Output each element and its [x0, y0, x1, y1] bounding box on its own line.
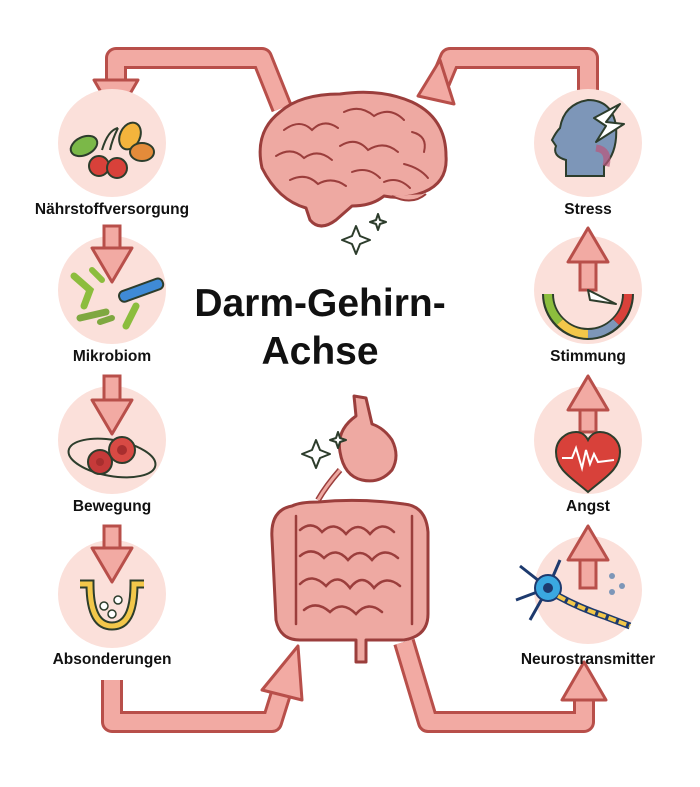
fruit-icon [69, 121, 155, 179]
diagram-title-line1: Darm-Gehirn- [194, 282, 446, 325]
sparkle-icon [341, 213, 387, 255]
label-absonderungen: Absonderungen [52, 651, 172, 668]
label-angst: Angst [566, 498, 610, 515]
diagram-title-line2: Achse [261, 330, 379, 373]
gut-illustration [270, 394, 430, 664]
label-stimmung: Stimmung [550, 348, 626, 365]
right-to-brain-arrow [416, 47, 599, 106]
sparkle-icon [301, 431, 347, 469]
right-up-arrow-2 [566, 374, 610, 434]
right-up-arrow-3 [566, 524, 610, 590]
circle-absonderungen [58, 540, 166, 648]
label-stress: Stress [564, 201, 612, 218]
heart-pulse-icon [554, 430, 622, 494]
gut-to-right-arrow [393, 638, 608, 733]
left-down-arrow-3 [90, 524, 134, 584]
left-to-gut-arrow [101, 644, 304, 733]
label-bewegung: Bewegung [72, 498, 152, 515]
left-down-arrow-2 [90, 374, 134, 436]
neuron-icon [515, 559, 632, 630]
left-down-arrow-1 [90, 224, 134, 284]
secretion-icon [80, 579, 144, 631]
brain-illustration [258, 90, 448, 255]
bacteria-icon [70, 267, 165, 330]
blood-cells-icon [67, 436, 157, 479]
label-mikrobiom: Mikrobiom [72, 348, 152, 365]
label-naehrstoffversorgung: Nährstoffversorgung [34, 201, 190, 218]
label-neurostransmitter: Neurostransmitter [520, 651, 656, 668]
mood-gauge-icon [542, 289, 634, 340]
head-stress-icon [550, 98, 625, 177]
